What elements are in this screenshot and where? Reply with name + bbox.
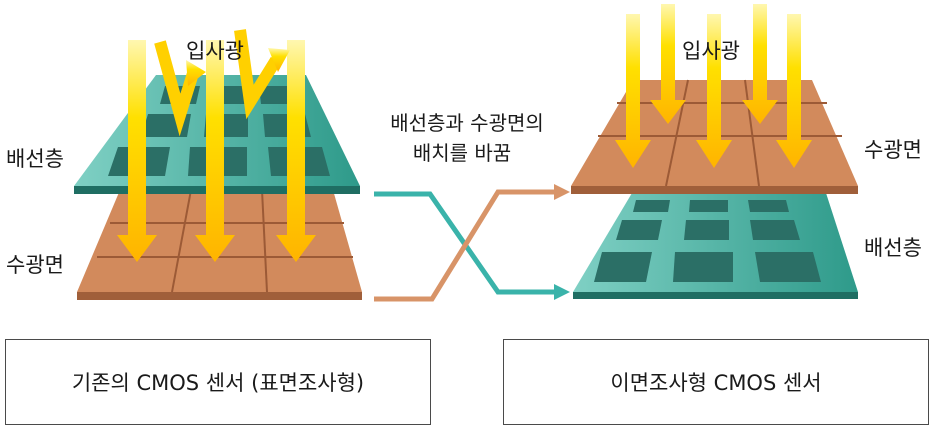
right-sensor: 입사광 수광면 배선층 (571, 4, 922, 299)
left-top-layer-label: 배선층 (6, 147, 64, 171)
right-caption-box: 이면조사형 CMOS 센서 (503, 339, 929, 425)
left-reflect-head-1 (186, 60, 206, 86)
right-light-label: 입사광 (682, 39, 740, 63)
left-light-rays (117, 29, 316, 262)
right-wiring-layer (573, 193, 858, 299)
swap-label-line1: 배선층과 수광면의 (390, 111, 544, 135)
swap-arrow-orange (374, 189, 556, 302)
right-light-arrow-4 (742, 4, 778, 124)
swap-arrow-orange-head (554, 184, 570, 200)
right-light-arrow-3 (696, 14, 732, 168)
left-light-arrow-2 (195, 40, 235, 262)
right-top-layer-label: 수광면 (864, 138, 922, 162)
right-light-arrow-2 (650, 4, 686, 124)
left-caption-box: 기존의 CMOS 센서 (표면조사형) (5, 339, 431, 425)
left-light-label: 입사광 (186, 39, 244, 63)
right-light-arrow-1 (615, 14, 651, 168)
left-light-arrow-1 (117, 40, 157, 262)
right-caption: 이면조사형 CMOS 센서 (610, 371, 822, 395)
right-light-arrow-5 (776, 14, 812, 168)
left-bottom-layer-label: 수광면 (6, 253, 64, 277)
swap-arrow-teal-head (554, 284, 570, 300)
left-sensor: 입사광 배선층 수광면 (6, 29, 362, 300)
swap-label-line2: 배치를 바꿈 (413, 141, 511, 165)
swap-arrows (374, 184, 570, 302)
right-bottom-layer-label: 배선층 (864, 236, 922, 260)
right-light-rays (615, 4, 812, 168)
left-caption: 기존의 CMOS 센서 (표면조사형) (71, 371, 365, 395)
left-reflect-head-2 (268, 48, 290, 72)
left-light-arrow-3 (276, 40, 316, 262)
